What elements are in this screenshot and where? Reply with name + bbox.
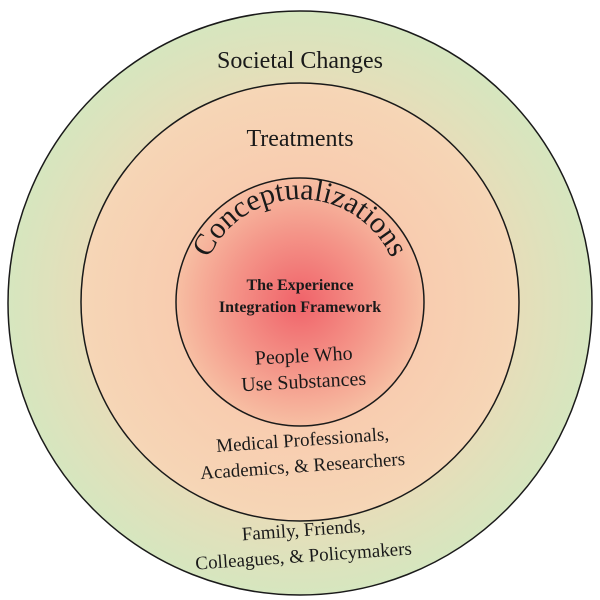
outer-ring-title: Societal Changes: [217, 48, 383, 74]
middle-ring-title: Treatments: [246, 126, 353, 152]
center-framework-label-line2: Integration Framework: [219, 299, 381, 316]
inner-group-label-line1: People Who: [254, 342, 353, 369]
inner-core: [175, 177, 425, 427]
center-framework-label-line1: The Experience: [246, 277, 353, 294]
